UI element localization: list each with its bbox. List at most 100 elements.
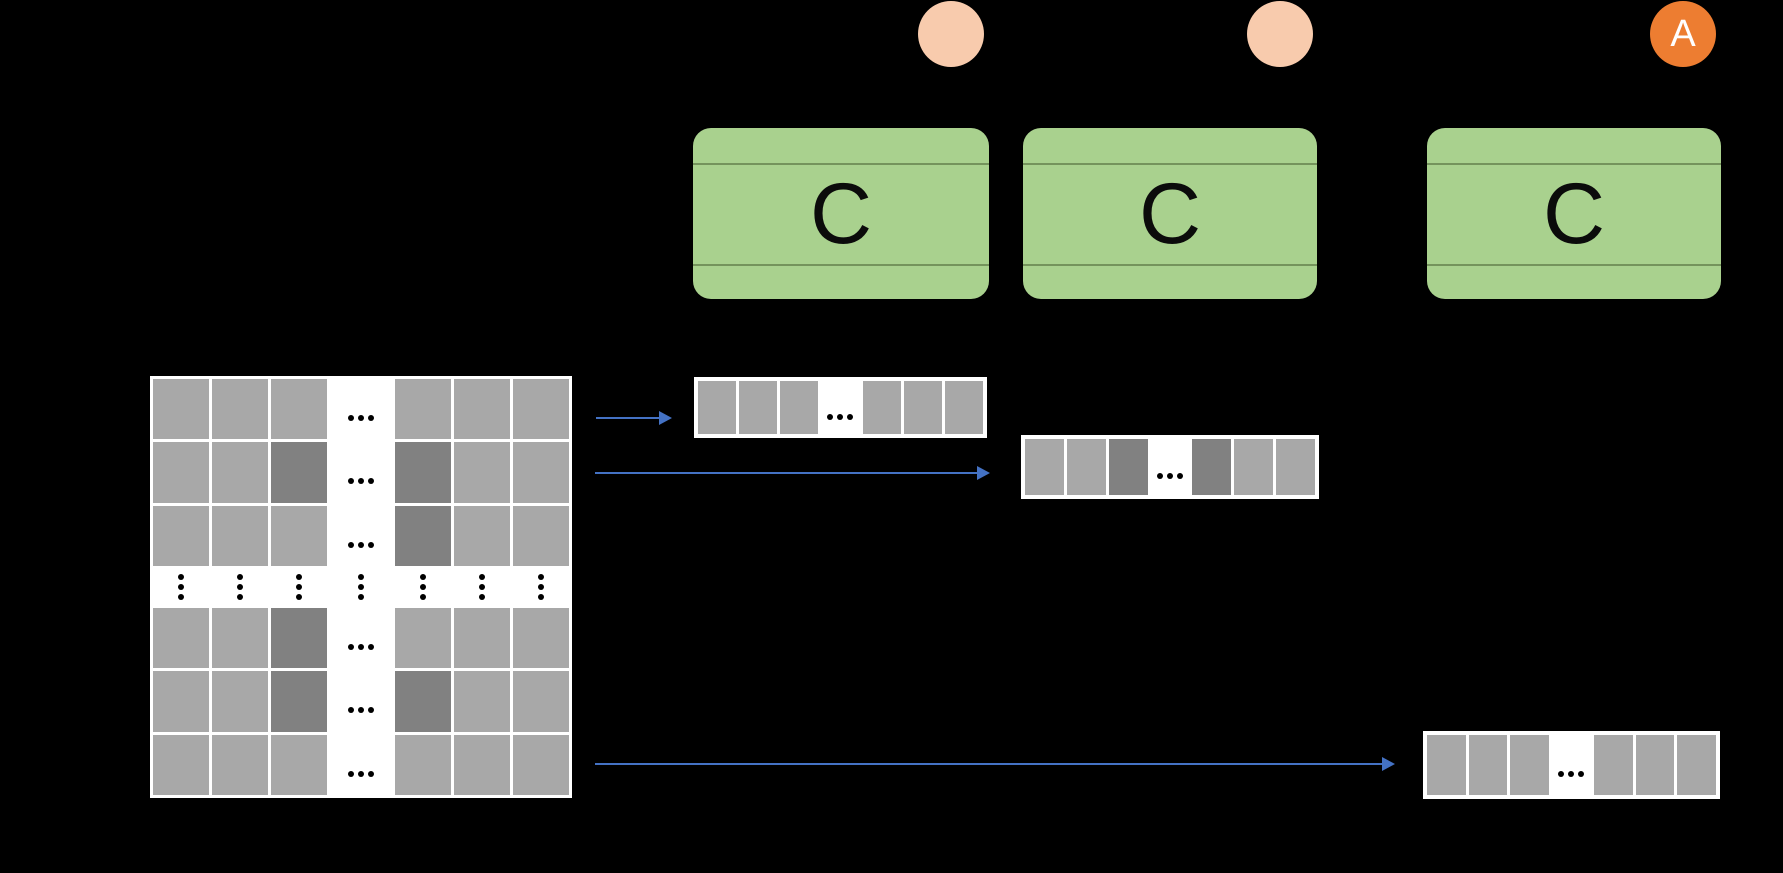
vertical-ellipsis-icon <box>358 573 364 600</box>
pixel-matrix-cell-light <box>212 379 268 440</box>
pixel-matrix-cell-light <box>513 734 569 795</box>
pixel-matrix-ellipsis-cell <box>513 568 569 605</box>
pixel-matrix-cell-light <box>513 442 569 503</box>
c-cell-label-2: C <box>1138 165 1202 262</box>
pixel-matrix-ellipsis-cell <box>212 568 268 605</box>
pixel-matrix-cell-light <box>212 734 268 795</box>
pixel-matrix-cell-light <box>153 442 209 503</box>
pixel-matrix-cell-light <box>212 442 268 503</box>
pixel-matrix-cell-light <box>454 442 510 503</box>
flow-arrow-1 <box>596 410 672 426</box>
pixel-matrix-ellipsis-cell <box>330 505 392 566</box>
vertical-ellipsis-icon <box>237 573 243 600</box>
pixel-matrix-cell-light <box>513 671 569 732</box>
row-vector-2-cell-light <box>1234 439 1274 495</box>
pixel-matrix-cell-light <box>454 607 510 669</box>
arrow-head-icon <box>1382 757 1395 771</box>
row-vector-2-cell-light <box>1276 439 1315 495</box>
vertical-ellipsis-icon <box>538 573 544 600</box>
row-vector-1-cell-light <box>903 381 942 434</box>
pixel-matrix-cell-light <box>513 607 569 669</box>
horizontal-ellipsis-icon <box>348 541 374 548</box>
pixel-matrix-ellipsis-cell <box>330 379 392 440</box>
flow-arrow-3 <box>595 756 1395 772</box>
vertical-ellipsis-icon <box>479 573 485 600</box>
pixel-matrix-cell-light <box>513 379 569 440</box>
c-cell-box-3: C <box>1427 128 1721 299</box>
box-divider-top <box>1023 163 1317 165</box>
horizontal-ellipsis-icon <box>348 415 374 422</box>
pixel-matrix-cell-dark <box>395 671 451 732</box>
row-vector-2 <box>1021 435 1319 499</box>
vertical-ellipsis-icon <box>420 573 426 600</box>
pixel-matrix-cell-light <box>271 734 327 795</box>
pixel-matrix-ellipsis-cell <box>330 734 392 795</box>
pixel-matrix-ellipsis-cell <box>454 568 510 605</box>
pixel-matrix-cell-light <box>395 607 451 669</box>
state-circle-2 <box>1247 1 1313 67</box>
horizontal-ellipsis-icon <box>348 707 374 714</box>
row-vector-2-cell-light <box>1025 439 1064 495</box>
horizontal-ellipsis-icon <box>1558 771 1585 777</box>
c-cell-label-1: C <box>809 165 873 262</box>
arrow-head-icon <box>659 411 672 425</box>
horizontal-ellipsis-icon <box>348 644 374 651</box>
pixel-matrix-cell-light <box>271 505 327 566</box>
row-vector-2-cell-light <box>1066 439 1106 495</box>
row-vector-1-cell-light <box>862 381 901 434</box>
pixel-matrix <box>150 376 572 798</box>
row-vector-3-cell-light <box>1677 735 1716 795</box>
row-vector-3-ellipsis-cell <box>1552 735 1591 795</box>
arrow-head-icon <box>977 466 990 480</box>
answer-circle: A <box>1650 1 1716 67</box>
pixel-matrix-ellipsis-cell <box>271 568 327 605</box>
box-divider-bottom <box>693 264 989 266</box>
pixel-matrix-ellipsis-cell <box>395 568 451 605</box>
row-vector-3-cell-light <box>1593 735 1633 795</box>
row-vector-2-ellipsis-cell <box>1150 439 1190 495</box>
pixel-matrix-cell-dark <box>271 671 327 732</box>
pixel-matrix-cell-light <box>212 505 268 566</box>
row-vector-1-cell-light <box>780 381 819 434</box>
c-cell-box-1: C <box>693 128 989 299</box>
pixel-matrix-cell-light <box>395 379 451 440</box>
horizontal-ellipsis-icon <box>348 478 374 485</box>
pixel-matrix-ellipsis-cell <box>330 607 392 669</box>
pixel-matrix-cell-light <box>271 379 327 440</box>
horizontal-ellipsis-icon <box>348 770 374 777</box>
row-vector-3-cell-light <box>1427 735 1466 795</box>
row-vector-1-cell-light <box>739 381 778 434</box>
pixel-matrix-cell-light <box>153 379 209 440</box>
vertical-ellipsis-icon <box>178 573 184 600</box>
pixel-matrix-cell-light <box>395 734 451 795</box>
pixel-matrix-cell-light <box>454 379 510 440</box>
row-vector-2-cell-dark <box>1108 439 1148 495</box>
pixel-matrix-cell-light <box>454 671 510 732</box>
answer-label: A <box>1670 13 1696 55</box>
vertical-ellipsis-icon <box>296 573 302 600</box>
box-divider-top <box>693 163 989 165</box>
pixel-matrix-cell-light <box>153 607 209 669</box>
pixel-matrix-cell-light <box>454 505 510 566</box>
pixel-matrix-ellipsis-cell <box>330 671 392 732</box>
pixel-matrix-ellipsis-cell <box>153 568 209 605</box>
row-vector-3-cell-light <box>1510 735 1550 795</box>
row-vector-3-cell-light <box>1468 735 1508 795</box>
arrow-shaft <box>595 763 1384 765</box>
pixel-matrix-ellipsis-cell <box>330 442 392 503</box>
pixel-matrix-cell-light <box>153 734 209 795</box>
c-cell-label-3: C <box>1542 165 1606 262</box>
row-vector-1-ellipsis-cell <box>821 381 860 434</box>
arrow-shaft <box>596 417 661 419</box>
arrow-shaft <box>595 472 979 474</box>
row-vector-2-cell-dark <box>1192 439 1232 495</box>
flow-arrow-2 <box>595 465 990 481</box>
pixel-matrix-cell-light <box>153 671 209 732</box>
horizontal-ellipsis-icon <box>827 413 854 420</box>
pixel-matrix-ellipsis-cell <box>330 568 392 605</box>
box-divider-bottom <box>1023 264 1317 266</box>
row-vector-3-cell-light <box>1635 735 1675 795</box>
row-vector-1 <box>694 377 987 438</box>
box-divider-bottom <box>1427 264 1721 266</box>
